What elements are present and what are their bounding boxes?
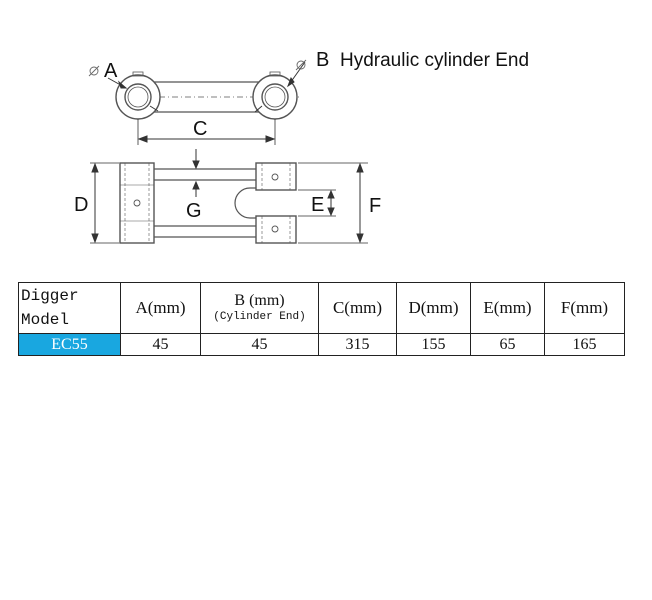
header-c: C(mm) <box>318 282 397 334</box>
header-e: E(mm) <box>470 282 545 334</box>
header-f: F(mm) <box>544 282 625 334</box>
cell-a: 45 <box>120 333 201 356</box>
label-b: B <box>316 49 329 71</box>
label-e: E <box>311 194 324 216</box>
cell-d: 155 <box>396 333 471 356</box>
header-b-sub: (Cylinder End) <box>213 311 306 323</box>
bottom-view-assembly <box>119 162 297 244</box>
label-b-text: Hydraulic cylinder End <box>340 50 529 71</box>
cell-e: 65 <box>470 333 545 356</box>
header-d: D(mm) <box>396 282 471 334</box>
cell-f: 165 <box>544 333 625 356</box>
label-c: C <box>193 118 207 140</box>
header-b: B (mm) (Cylinder End) <box>200 282 319 334</box>
label-d: D <box>74 194 88 216</box>
table-row: EC55 45 45 315 155 65 165 <box>18 333 625 356</box>
technical-drawing: A B Hydraulic cylinder End C D G E F <box>74 49 529 244</box>
cell-c: 315 <box>318 333 397 356</box>
dimension-d <box>90 162 119 244</box>
diameter-symbols <box>88 59 307 77</box>
cell-b: 45 <box>200 333 319 356</box>
spec-table: Digger Model A(mm) B (mm) (Cylinder End)… <box>18 282 625 356</box>
dimension-g <box>192 149 200 197</box>
dimension-c <box>137 119 276 145</box>
dimension-e <box>298 189 336 217</box>
table-header-row: Digger Model A(mm) B (mm) (Cylinder End)… <box>18 282 625 334</box>
dimension-f <box>298 162 368 244</box>
label-g: G <box>186 200 202 222</box>
header-model-line1: Digger <box>21 287 79 305</box>
label-a: A <box>104 60 118 82</box>
cell-model: EC55 <box>18 333 121 356</box>
label-f: F <box>369 195 381 217</box>
header-model-line2: Model <box>21 311 70 329</box>
header-model: Digger Model <box>18 282 121 334</box>
leader-lines <box>107 61 306 113</box>
top-view-link <box>115 71 300 120</box>
header-b-main: B (mm) <box>234 292 285 309</box>
header-a: A(mm) <box>120 282 201 334</box>
